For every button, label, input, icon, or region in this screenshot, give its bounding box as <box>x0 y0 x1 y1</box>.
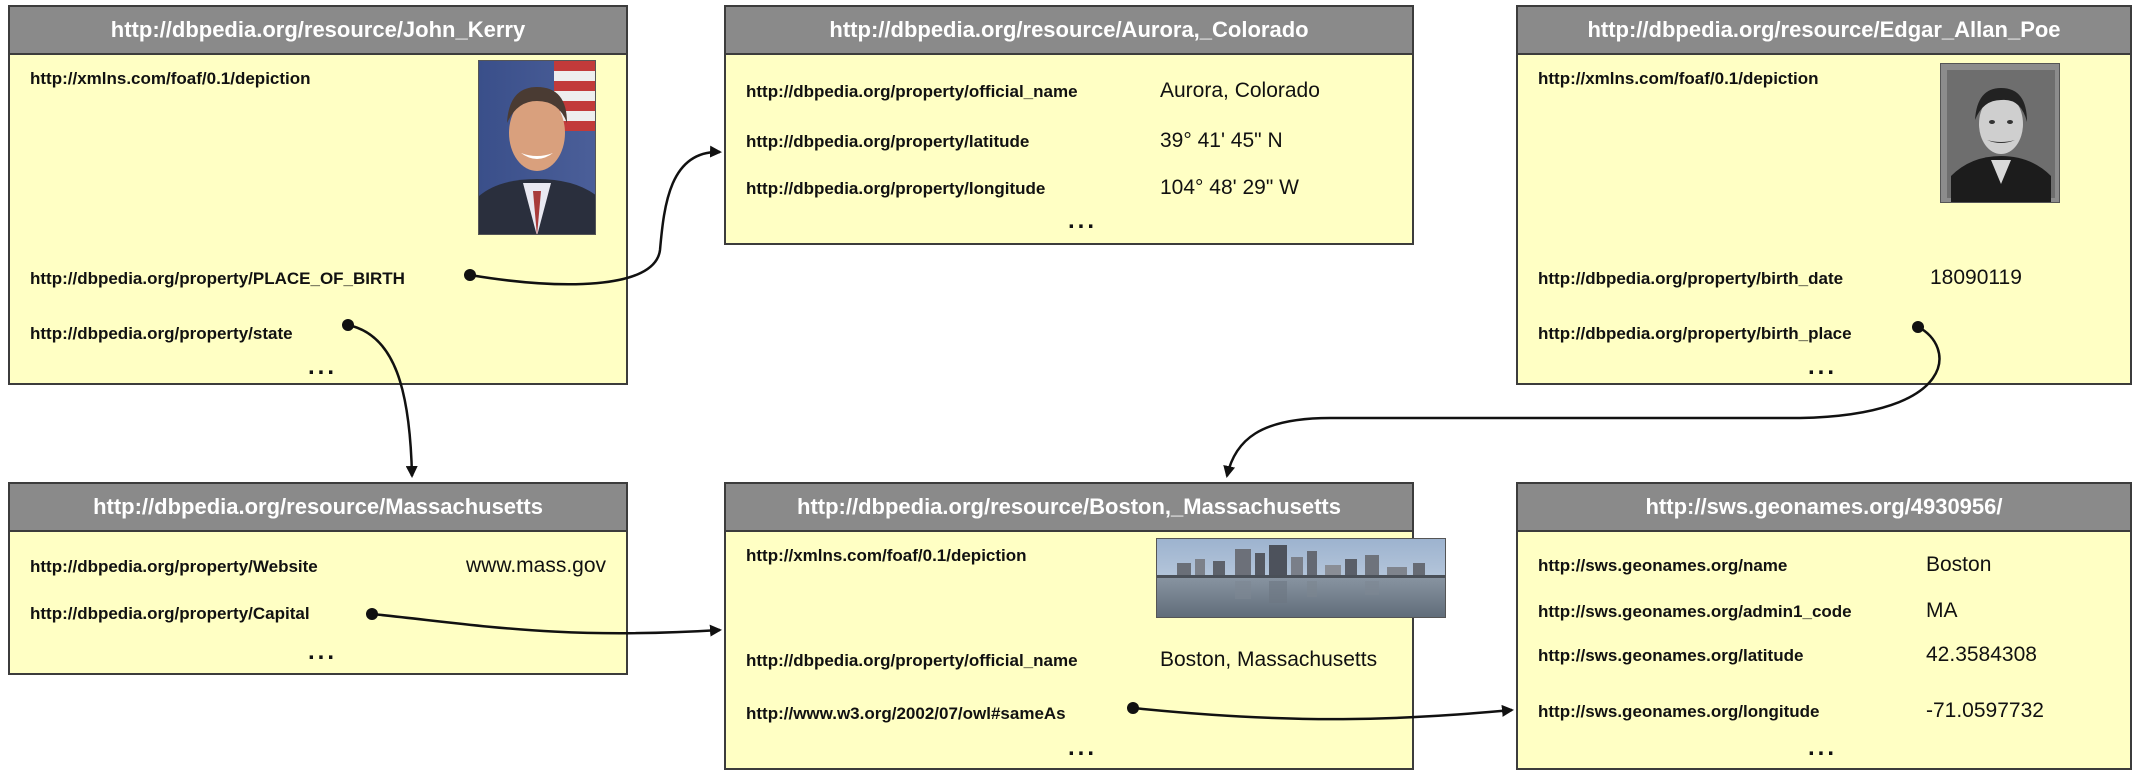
property-birth-date: http://dbpedia.org/property/birth_date <box>1538 269 1844 288</box>
node-geonames-4930956: http://sws.geonames.org/4930956/ http://… <box>1516 482 2132 770</box>
node-john-kerry: http://dbpedia.org/resource/John_Kerry h… <box>8 5 628 385</box>
more-properties-ellipsis: ... <box>308 353 338 380</box>
arrow-birth-place-to-boston <box>1223 321 1941 478</box>
more-properties-ellipsis: ... <box>1808 734 1838 761</box>
property-state: http://dbpedia.org/property/state <box>30 324 293 343</box>
property-latitude: http://sws.geonames.org/latitude <box>1538 646 1804 665</box>
value-longitude: 104° 48' 29" W <box>1160 176 1299 199</box>
property-admin1-code: http://sws.geonames.org/admin1_code <box>1538 602 1852 621</box>
more-properties-ellipsis: ... <box>1068 734 1098 761</box>
value-website: www.mass.gov <box>466 554 607 577</box>
property-depiction: http://xmlns.com/foaf/0.1/depiction <box>1538 69 1819 88</box>
value-longitude: -71.0597732 <box>1926 699 2044 722</box>
node-title: http://dbpedia.org/resource/Edgar_Allan_… <box>1518 7 2130 55</box>
arrow-same-as-to-geonames <box>1127 702 1514 721</box>
value-admin1-code: MA <box>1926 599 1958 622</box>
property-website: http://dbpedia.org/property/Website <box>30 557 318 576</box>
property-longitude: http://dbpedia.org/property/longitude <box>746 179 1046 198</box>
boston-skyline-image <box>1156 538 1446 618</box>
more-properties-ellipsis: ... <box>1068 207 1098 234</box>
node-title: http://dbpedia.org/resource/John_Kerry <box>10 7 626 55</box>
node-title: http://sws.geonames.org/4930956/ <box>1518 484 2130 532</box>
property-official-name: http://dbpedia.org/property/official_nam… <box>746 651 1078 670</box>
value-latitude: 39° 41' 45" N <box>1160 129 1283 152</box>
edgar-allan-poe-portrait-image <box>1940 63 2060 203</box>
property-name: http://sws.geonames.org/name <box>1538 556 1788 575</box>
more-properties-ellipsis: ... <box>1808 353 1838 380</box>
more-properties-ellipsis: ... <box>308 638 338 665</box>
property-place-of-birth: http://dbpedia.org/property/PLACE_OF_BIR… <box>30 269 405 288</box>
value-birth-date: 18090119 <box>1930 266 2022 289</box>
property-depiction: http://xmlns.com/foaf/0.1/depiction <box>746 546 1027 565</box>
node-title: http://dbpedia.org/resource/Aurora,_Colo… <box>726 7 1412 55</box>
property-capital: http://dbpedia.org/property/Capital <box>30 604 310 623</box>
property-longitude: http://sws.geonames.org/longitude <box>1538 702 1820 721</box>
property-same-as: http://www.w3.org/2002/07/owl#sameAs <box>746 704 1066 723</box>
property-official-name: http://dbpedia.org/property/official_nam… <box>746 82 1078 101</box>
arrow-capital-to-boston <box>366 608 722 637</box>
node-massachusetts: http://dbpedia.org/resource/Massachusett… <box>8 482 628 675</box>
property-birth-place: http://dbpedia.org/property/birth_place <box>1538 324 1852 343</box>
property-latitude: http://dbpedia.org/property/latitude <box>746 132 1030 151</box>
arrow-place-of-birth-to-aurora <box>464 145 722 286</box>
value-official-name: Aurora, Colorado <box>1160 79 1320 102</box>
node-edgar-allan-poe: http://dbpedia.org/resource/Edgar_Allan_… <box>1516 5 2132 385</box>
node-title: http://dbpedia.org/resource/Massachusett… <box>10 484 626 532</box>
node-aurora-colorado: http://dbpedia.org/resource/Aurora,_Colo… <box>724 5 1414 245</box>
john-kerry-portrait-image <box>478 60 596 235</box>
node-title: http://dbpedia.org/resource/Boston,_Mass… <box>726 484 1412 532</box>
arrow-state-to-massachusetts <box>342 319 418 478</box>
node-boston-massachusetts: http://dbpedia.org/resource/Boston,_Mass… <box>724 482 1446 770</box>
property-depiction: http://xmlns.com/foaf/0.1/depiction <box>30 69 311 88</box>
value-name: Boston <box>1926 553 1992 576</box>
value-latitude: 42.3584308 <box>1926 643 2037 666</box>
value-official-name: Boston, Massachusetts <box>1160 648 1378 671</box>
